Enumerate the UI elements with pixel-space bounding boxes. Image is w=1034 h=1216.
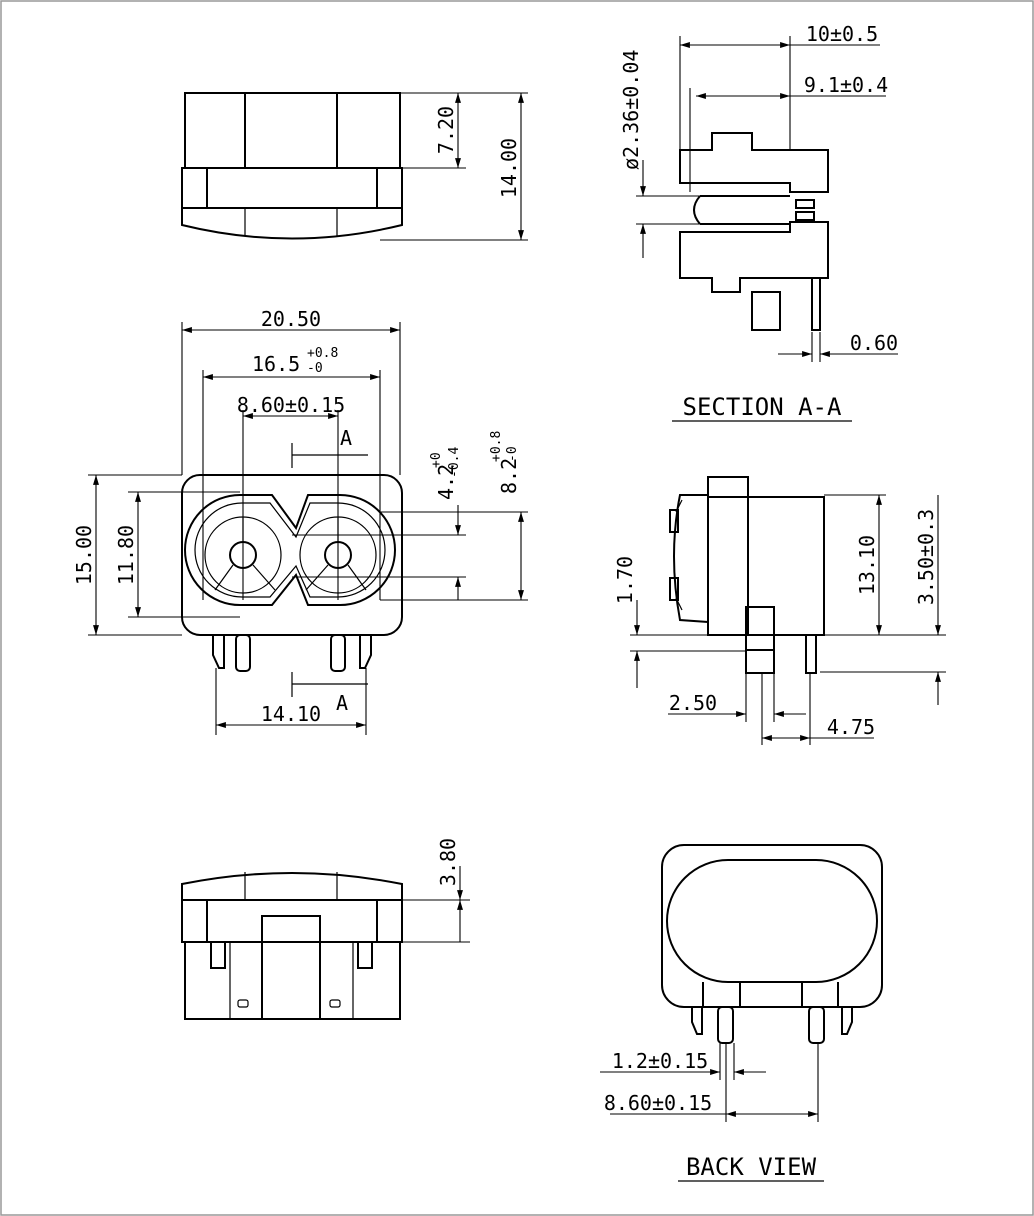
front-leg-spacing: 14.10	[261, 702, 321, 726]
back-pin-width: 1.2±0.15	[612, 1049, 708, 1073]
front-view: A A 20.50 16.5 +0.8 -0 8.60±0.15 4.2 +0 …	[72, 307, 528, 735]
section-depth-outer: 10±0.5	[806, 22, 878, 46]
section-view: 10±0.5 9.1±0.4 ø2.36±0.04 0.60 SECTION A…	[619, 22, 898, 422]
front-slot-height: 4.2	[434, 464, 458, 500]
side-offset-b: 4.75	[827, 715, 875, 739]
section-marker-bottom: A	[336, 691, 348, 715]
side-view: 13.10 3.50±0.3 1.70 2.50 4.75	[613, 476, 946, 745]
front-height-total: 15.00	[72, 525, 96, 585]
bottom-view: 3.80	[181, 838, 470, 1020]
back-caption: BACK VIEW	[686, 1153, 817, 1181]
side-height: 13.10	[855, 535, 879, 595]
front-opening-tol-upper: +0.8	[489, 431, 504, 462]
front-width-inner-tol-lower: -0	[307, 361, 323, 376]
front-slot-tol-upper: +0	[429, 452, 444, 468]
top-view: 7.20 14.00	[181, 92, 528, 241]
front-height-inner: 11.80	[114, 525, 138, 585]
section-pin-diameter: ø2.36±0.04	[619, 50, 643, 170]
back-pin-pitch: 8.60±0.15	[604, 1091, 712, 1115]
front-opening-height: 8.2	[497, 458, 521, 494]
front-opening-tol-lower: -0	[505, 446, 520, 462]
front-pin-pitch: 8.60±0.15	[237, 393, 345, 417]
top-dim-1: 7.20	[434, 106, 458, 154]
section-pin-thickness: 0.60	[850, 331, 898, 355]
front-width-inner-tol-upper: +0.8	[307, 346, 338, 361]
bottom-dim-1: 3.80	[436, 838, 460, 886]
side-pin-length: 3.50±0.3	[914, 509, 938, 605]
front-slot-tol-lower: -0.4	[447, 447, 462, 478]
section-depth-inner: 9.1±0.4	[804, 73, 888, 97]
side-flange: 1.70	[613, 556, 637, 604]
side-offset-a: 2.50	[669, 691, 717, 715]
front-width-inner: 16.5	[252, 352, 300, 376]
top-dim-2: 14.00	[497, 138, 521, 198]
front-width-total: 20.50	[261, 307, 321, 331]
back-view: 1.2±0.15 8.60±0.15 BACK VIEW	[600, 844, 883, 1182]
section-marker-top: A	[340, 426, 352, 450]
section-caption: SECTION A-A	[683, 393, 842, 421]
